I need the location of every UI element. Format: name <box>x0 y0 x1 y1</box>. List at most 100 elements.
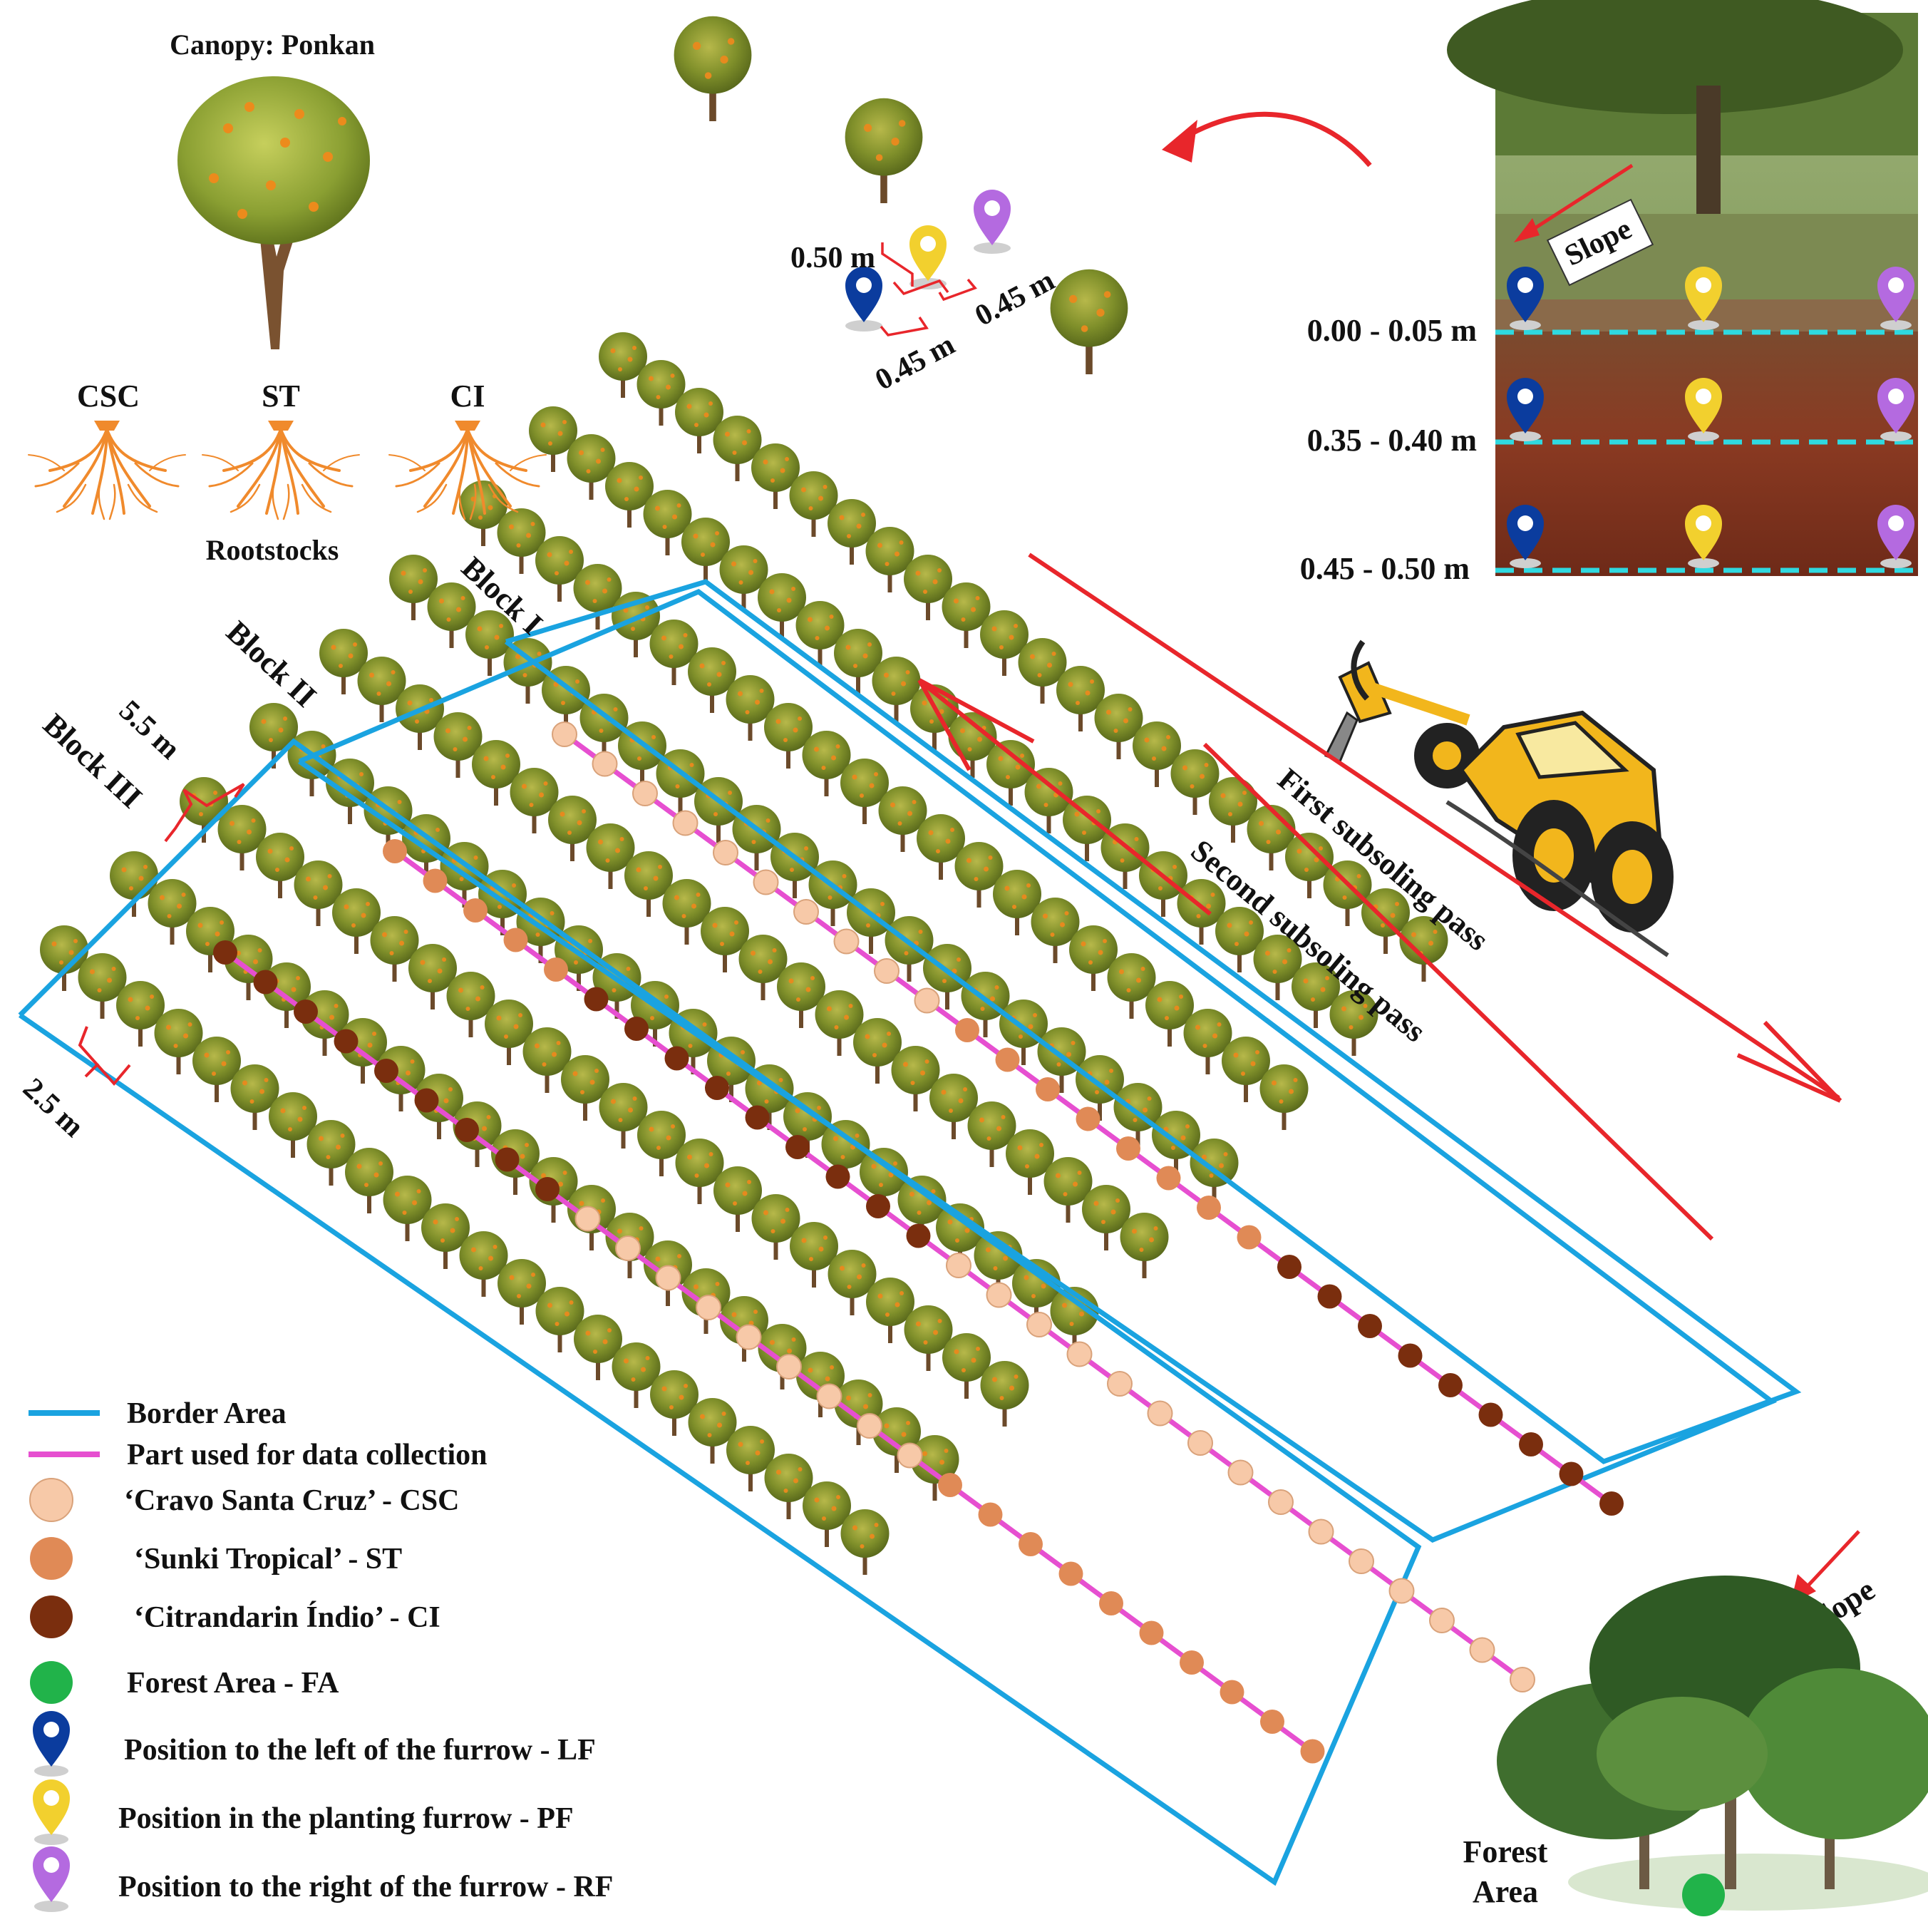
rootstock-dot-ci <box>1478 1402 1503 1427</box>
rootstock-dot-csc <box>713 840 738 865</box>
forest-area-point <box>1682 1874 1725 1916</box>
rootstock-dot-ci <box>1519 1432 1543 1456</box>
data-collection-lines <box>213 721 1624 1764</box>
lf-pin-icon <box>845 267 882 322</box>
orchard-tree-icon <box>980 1361 1029 1427</box>
rootstock-dot-csc <box>946 1253 971 1278</box>
legend-csc-label: ‘Cravo Santa Cruz’ - CSC <box>124 1484 460 1517</box>
block-border-2 <box>298 588 1778 1543</box>
rootstock-dot-ci <box>414 1088 439 1113</box>
rootstock-dot-ci <box>1358 1314 1382 1338</box>
rootstock-dot-csc <box>833 928 860 955</box>
rootstock-dot-csc <box>897 1442 923 1469</box>
rootstock-dot-csc <box>632 781 658 806</box>
rootstock-dot-ci <box>1277 1255 1301 1279</box>
rootstock-dot-ci <box>334 1029 359 1054</box>
rootstock-dot-csc <box>986 1282 1012 1308</box>
curved-arrow-icon <box>1162 111 1372 168</box>
rootstock-dot-st <box>423 868 448 893</box>
legend-collection-label: Part used for data collection <box>127 1439 487 1471</box>
rootstock-dot-csc <box>552 721 577 747</box>
row-spacing-label: 5.5 m <box>113 694 186 766</box>
soil-profile-photo: Slope <box>1447 0 1918 576</box>
rootstock-dot-ci <box>584 987 609 1012</box>
rootstock-dot-st <box>978 1502 1003 1527</box>
detail-tree-2-icon <box>845 98 923 203</box>
rootstock-dot-ci <box>664 1046 689 1071</box>
rootstock-dot-csc <box>1147 1400 1173 1427</box>
rootstock-dot-ci <box>1317 1284 1342 1309</box>
detail-tree-1-icon <box>674 16 752 121</box>
orchard-tree-icon <box>1120 1213 1169 1278</box>
legend-csc-swatch <box>29 1478 73 1522</box>
st-roots-icon <box>201 419 361 520</box>
tractor-icon <box>1324 639 1674 957</box>
rootstock-dot-st <box>938 1473 962 1497</box>
rootstock-dot-ci <box>213 940 237 965</box>
rootstocks-illustration: CSC ST CI Rootstocks <box>27 379 547 566</box>
block-ii-label: Block II <box>220 614 323 714</box>
legend-border-label: Border Area <box>127 1397 287 1430</box>
rootstock-dot-csc <box>914 987 940 1014</box>
rootstock-dot-ci <box>1398 1343 1423 1368</box>
border-areas <box>18 579 1802 1886</box>
rootstock-dot-csc <box>592 751 618 777</box>
rootstock-dot-ci <box>624 1017 649 1041</box>
rootstock-dot-csc <box>696 1295 721 1320</box>
legend-ci-label: ‘Citrandarin Índio’ - CI <box>134 1600 440 1634</box>
rootstock-dot-ci <box>495 1147 520 1172</box>
rootstock-dot-ci <box>535 1177 560 1201</box>
legend-pf-pin-icon <box>33 1779 70 1835</box>
rootstock-dot-ci <box>294 1000 318 1024</box>
rootstock-dot-csc <box>1268 1489 1294 1515</box>
rootstock-dot-st <box>1260 1710 1284 1734</box>
rootstock-dot-st <box>1180 1650 1204 1675</box>
rootstock-dot-ci <box>1438 1373 1463 1397</box>
rootstock-dot-ci <box>1599 1491 1624 1516</box>
rootstock-label-ci: CI <box>450 379 485 413</box>
rf-pin-icon <box>974 190 1011 245</box>
rootstock-dot-csc <box>1469 1637 1495 1663</box>
rootstocks-caption: Rootstocks <box>206 534 339 566</box>
rootstock-dot-st <box>544 957 568 982</box>
rootstock-label-st: ST <box>262 379 300 413</box>
legend-st-label: ‘Sunki Tropical’ - ST <box>134 1543 402 1576</box>
depth-label-2: 0.45 - 0.50 m <box>1300 551 1470 586</box>
orchard-tree-icon <box>1259 1064 1309 1130</box>
legend-lf-pin-icon <box>33 1711 70 1767</box>
plant-spacing-marker: 2.5 m <box>16 1026 131 1144</box>
rootstock-dot-ci <box>455 1118 479 1142</box>
forest-label-line1: Forest <box>1463 1834 1548 1869</box>
rootstock-dot-ci <box>866 1194 890 1218</box>
rootstock-dot-ci <box>745 1105 770 1130</box>
canopy-tree-icon <box>177 76 370 349</box>
orchard-tree-icon <box>840 1509 890 1575</box>
rootstock-dot-st <box>1076 1106 1100 1131</box>
rootstock-dot-st <box>503 928 528 952</box>
rootstock-dot-ci <box>825 1164 850 1189</box>
detail-tree-3-icon <box>1050 269 1128 374</box>
forest-area-illustration: Forest Area <box>1463 1576 1928 1916</box>
rootstock-dot-csc <box>1107 1371 1133 1397</box>
rootstock-dot-csc <box>816 1383 842 1409</box>
rootstock-dot-csc <box>615 1235 641 1261</box>
csc-roots-icon <box>27 419 187 520</box>
rootstock-dot-csc <box>753 869 779 895</box>
rootstock-dot-st <box>1139 1620 1164 1645</box>
rootstock-dot-ci <box>705 1076 729 1100</box>
rootstock-dot-csc <box>1026 1312 1052 1337</box>
canopy-title: Canopy: Ponkan <box>170 29 375 61</box>
spacing-label-050: 0.50 m <box>790 242 875 274</box>
rootstock-dot-csc <box>1066 1341 1093 1367</box>
rootstock-dot-st <box>1237 1225 1262 1250</box>
rootstock-dot-ci <box>253 970 278 995</box>
rootstock-dot-ci <box>906 1223 931 1248</box>
depth-label-1: 0.35 - 0.40 m <box>1307 423 1477 458</box>
canopy-illustration: Canopy: Ponkan <box>170 29 375 349</box>
rootstock-dot-st <box>463 898 488 923</box>
rootstock-dot-csc <box>655 1265 681 1291</box>
legend-pf-label: Position in the planting furrow - PF <box>118 1802 574 1835</box>
rootstock-dot-st <box>1116 1136 1140 1161</box>
